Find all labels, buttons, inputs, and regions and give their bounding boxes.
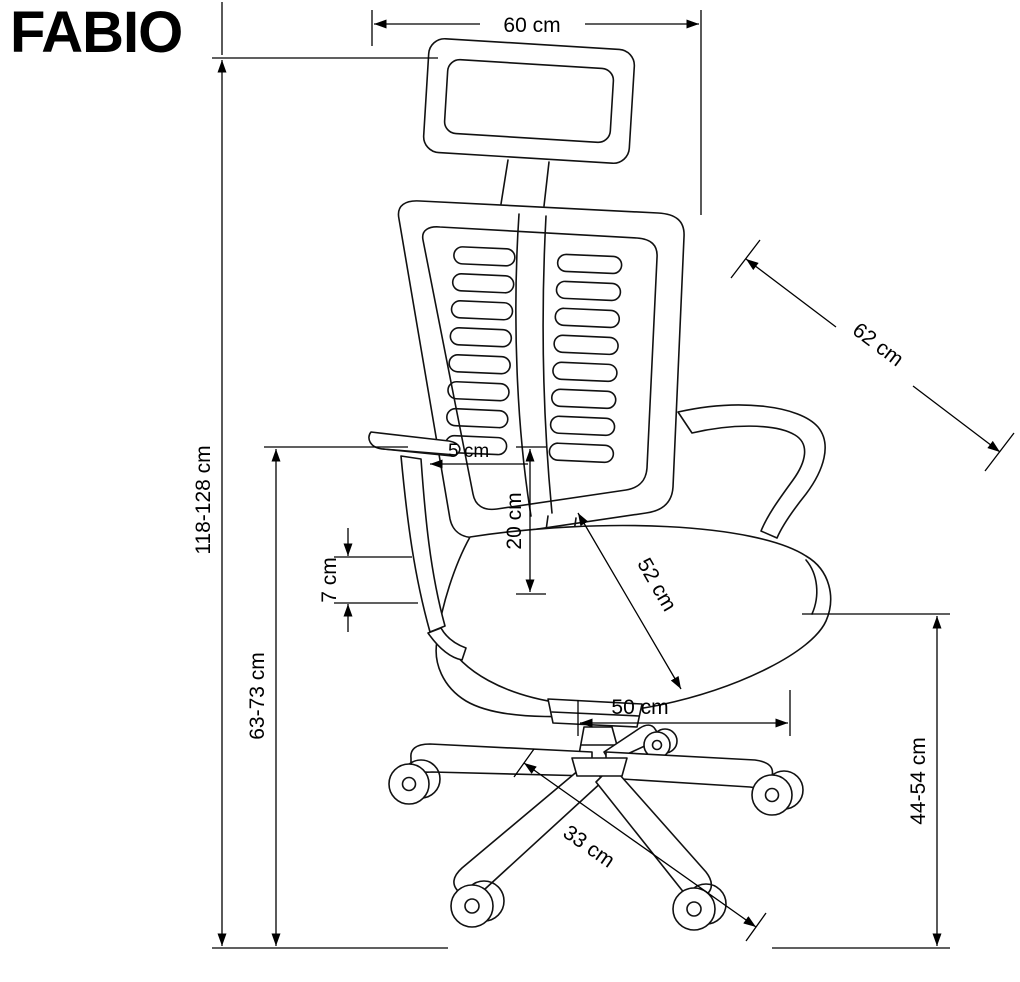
chair-caster — [643, 728, 678, 759]
dim-seat-height-right-label: 44-54 cm — [907, 737, 930, 825]
chair-caster — [751, 770, 804, 816]
dim-total-height-label: 118-128 cm — [192, 445, 215, 554]
dim-top-width-label: 60 cm — [503, 14, 560, 37]
dim-seat-height-left-label: 63-73 cm — [246, 652, 269, 740]
dim-seat-width: 50 cm — [577, 690, 791, 736]
dim-backrest-diagonal: 62 cm — [730, 239, 1015, 472]
chair-headrest-stems — [500, 159, 550, 207]
dim-armrest-pad-height-label: 7 cm — [318, 557, 341, 603]
dimension-line — [745, 258, 837, 328]
chair-caster — [672, 883, 727, 931]
chair-seat — [435, 524, 832, 718]
dim-backrest-to-seat-label: 20 cm — [503, 492, 526, 549]
chair-backrest — [397, 200, 685, 547]
dim-armrest-inset: 5 cm — [430, 441, 528, 469]
dim-armrest-pad-height: 7 cm — [318, 528, 418, 632]
dim-backrest-to-seat: 20 cm — [503, 446, 546, 595]
chair-caster — [450, 880, 505, 928]
dim-armrest-inset-label: 5 cm — [448, 441, 489, 462]
dimension-line — [912, 385, 1001, 453]
dim-seat-width-label: 50 cm — [611, 696, 668, 719]
chair-armrest-right — [677, 404, 826, 539]
dim-backrest-diagonal-label: 62 cm — [848, 318, 908, 371]
dim-base-leg-label: 33 cm — [559, 821, 619, 873]
dimension-line — [577, 512, 682, 690]
dim-seat-height-left: 63-73 cm — [246, 446, 408, 946]
extension-line — [730, 239, 761, 279]
dim-total-height: 118-128 cm — [192, 2, 448, 949]
chair-caster — [388, 759, 441, 805]
chair-armrest-left — [368, 431, 467, 661]
dim-seat-height-right: 44-54 cm — [772, 613, 950, 949]
chair-headrest — [422, 37, 636, 165]
product-title: FABIO — [10, 0, 182, 65]
chair-drawing — [368, 37, 832, 931]
dimension-line — [523, 762, 757, 928]
chair-backrest-slats — [444, 246, 623, 464]
dim-top-width: 60 cm — [371, 10, 702, 215]
